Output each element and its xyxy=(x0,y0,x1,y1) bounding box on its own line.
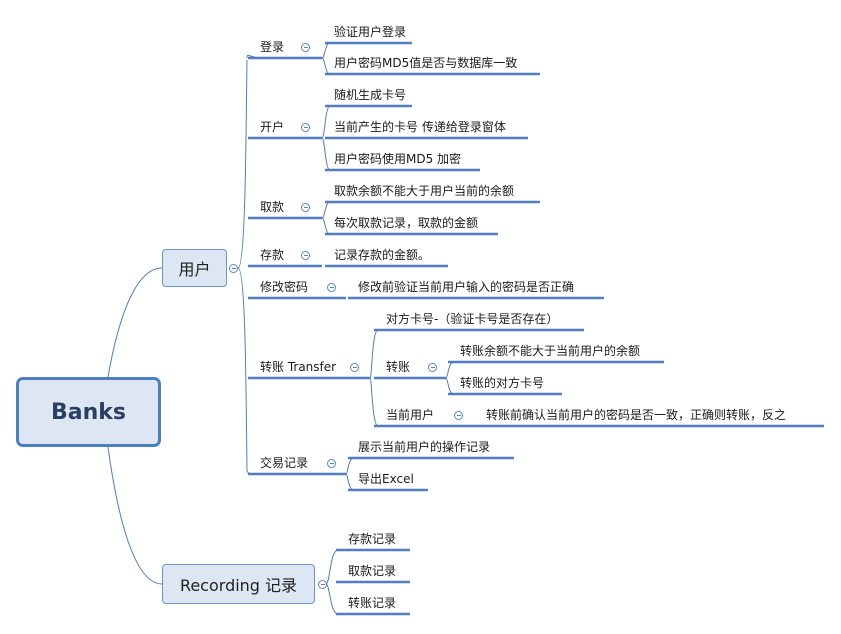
recording-node[interactable]: Recording 记录 xyxy=(162,564,315,604)
collapse-icon[interactable] xyxy=(454,411,463,420)
transfer-sub-node[interactable]: 转账 xyxy=(386,360,411,374)
deposit-item[interactable]: 记录存款的金额。 xyxy=(334,248,431,262)
change-password-item[interactable]: 修改前验证当前用户输入的密码是否正确 xyxy=(358,280,575,294)
target-card-node[interactable]: 对方卡号-（验证卡号是否存在） xyxy=(386,312,559,326)
recording-item[interactable]: 存款记录 xyxy=(348,532,397,546)
login-item[interactable]: 验证用户登录 xyxy=(334,25,407,39)
trade-log-node[interactable]: 交易记录 xyxy=(260,456,309,470)
open-item[interactable]: 用户密码使用MD5 加密 xyxy=(334,152,462,166)
current-user-item[interactable]: 转账前确认当前用户的密码是否一致，正确则转账，反之 xyxy=(486,408,787,422)
collapse-icon[interactable] xyxy=(428,363,437,372)
user-node[interactable]: 用户 xyxy=(162,249,227,287)
collapse-icon[interactable] xyxy=(350,363,359,372)
trade-log-item[interactable]: 导出Excel xyxy=(358,472,414,486)
deposit-node[interactable]: 存款 xyxy=(260,248,285,262)
open-item[interactable]: 当前产生的卡号 传递给登录窗体 xyxy=(334,120,506,134)
withdraw-item[interactable]: 每次取款记录，取款的金额 xyxy=(334,216,479,230)
collapse-icon[interactable] xyxy=(301,203,310,212)
recording-item[interactable]: 转账记录 xyxy=(348,596,397,610)
current-user-node[interactable]: 当前用户 xyxy=(386,408,435,422)
collapse-icon[interactable] xyxy=(327,283,336,292)
open-item[interactable]: 随机生成卡号 xyxy=(334,88,407,102)
collapse-icon[interactable] xyxy=(301,251,310,260)
transfer-node[interactable]: 转账 Transfer xyxy=(260,360,337,374)
collapse-icon[interactable] xyxy=(229,264,238,273)
collapse-icon[interactable] xyxy=(301,43,310,52)
open-account-node[interactable]: 开户 xyxy=(260,120,285,134)
withdraw-item[interactable]: 取款余额不能大于用户当前的余额 xyxy=(334,184,515,198)
login-item[interactable]: 用户密码MD5值是否与数据库一致 xyxy=(334,56,518,70)
collapse-icon[interactable] xyxy=(327,459,336,468)
withdraw-node[interactable]: 取款 xyxy=(260,200,285,214)
trade-log-item[interactable]: 展示当前用户的操作记录 xyxy=(358,440,491,454)
collapse-icon[interactable] xyxy=(301,123,310,132)
login-node[interactable]: 登录 xyxy=(260,40,285,54)
transfer-item[interactable]: 转账的对方卡号 xyxy=(460,376,545,390)
change-password-node[interactable]: 修改密码 xyxy=(260,280,309,294)
recording-item[interactable]: 取款记录 xyxy=(348,564,397,578)
collapse-icon[interactable] xyxy=(318,580,327,589)
transfer-item[interactable]: 转账余额不能大于当前用户的余额 xyxy=(460,344,641,358)
root-node[interactable]: Banks xyxy=(16,377,161,447)
